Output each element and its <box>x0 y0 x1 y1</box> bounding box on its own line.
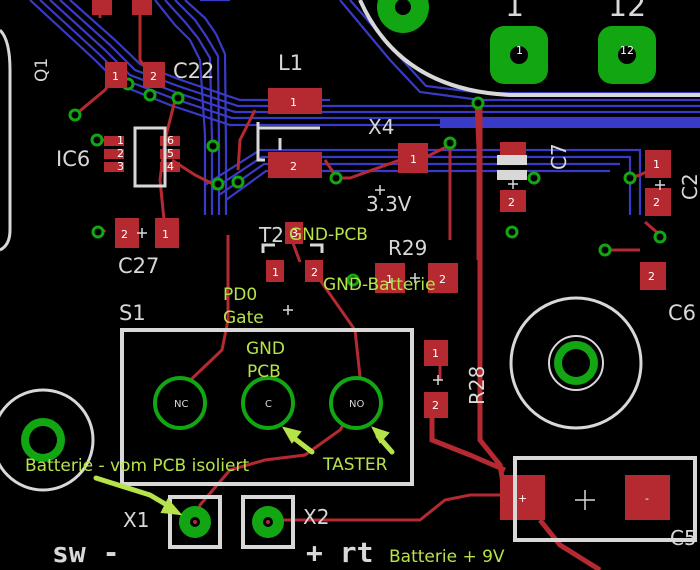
silk-c22: C22 <box>173 59 214 83</box>
pad-num: 2 <box>432 399 439 412</box>
pad-num: 3 <box>117 160 124 173</box>
silk-sw-minus: sw - <box>52 536 119 569</box>
note-pcb: PCB <box>247 362 281 382</box>
pad-num: 1 <box>290 96 297 109</box>
silk-x4: X4 <box>368 115 394 139</box>
pad-num: 1 <box>432 347 439 360</box>
annotation-arrows <box>93 426 395 516</box>
connector-j-pads <box>377 0 656 84</box>
pin-no-label: NO <box>349 399 364 410</box>
pad-num: 2 <box>653 196 660 209</box>
silk-pad-12: 12 <box>608 0 646 24</box>
pad-num: 1 <box>117 134 124 147</box>
pad-num: 2 <box>117 147 124 160</box>
pad-num: 2 <box>290 160 297 173</box>
silk-c6: C6 <box>668 301 696 325</box>
pad-num: 5 <box>167 147 174 160</box>
pad-label-1: 1 <box>516 44 523 57</box>
silk-t2: T2 <box>258 223 284 247</box>
silk-ic6: IC6 <box>56 147 90 171</box>
note-taster: TASTER <box>322 455 388 475</box>
silk-plus-rt: + rt <box>306 536 373 569</box>
silk-x1: X1 <box>123 508 149 532</box>
pad-num: 6 <box>167 134 174 147</box>
silk-pad-1: 1 <box>505 0 524 24</box>
note-pd0: PD0 <box>223 285 257 305</box>
note-gnd: GND <box>246 339 285 359</box>
silk-crosshairs <box>137 179 665 510</box>
silk-voltage: 3.3V <box>366 192 412 216</box>
pad-num: 2 <box>439 273 446 286</box>
pad-num: 1 <box>162 228 169 241</box>
smd-pads <box>92 0 671 520</box>
pad-num: 1 <box>112 70 119 83</box>
silk-r28: R28 <box>465 366 489 405</box>
pad-num: 3 <box>291 227 298 240</box>
silk-c5: C5 <box>670 526 697 550</box>
silk-x2: X2 <box>303 505 329 529</box>
pin-nc-label: NC <box>174 399 188 410</box>
bottom-copper-layer <box>29 0 700 215</box>
pad-num: 1 <box>653 158 660 171</box>
pad-num: + <box>518 492 527 505</box>
silk-s1: S1 <box>119 301 146 325</box>
pad-num: 2 <box>150 70 157 83</box>
pad-label-12: 12 <box>620 44 634 57</box>
note-gnd-pcb-top: GND-PCB <box>289 225 368 245</box>
silk-outlines <box>120 122 697 549</box>
pad-num: 2 <box>648 270 655 283</box>
silk-outline-arcs <box>0 0 700 252</box>
silk-l1: L1 <box>278 51 303 75</box>
pad-num: 2 <box>121 228 128 241</box>
silk-c7: C7 <box>547 143 571 170</box>
silk-c2: C2 <box>678 173 700 200</box>
bottom-pour-strip <box>440 118 700 128</box>
pad-num: 1 <box>386 273 393 286</box>
pad-num: 1 <box>272 266 279 279</box>
pad-num: 2 <box>508 196 515 209</box>
silk-c27: C27 <box>118 254 159 278</box>
note-gnd-batterie: GND-Batterie <box>323 275 436 295</box>
pad-num: - <box>645 492 649 505</box>
note-batterie-9v: Batterie + 9V <box>389 547 505 567</box>
mounting-holes <box>0 296 643 492</box>
pad-num: 2 <box>311 266 318 279</box>
silk-r29: R29 <box>388 236 427 260</box>
note-gate: Gate <box>223 308 264 328</box>
switch-s1-pins <box>153 376 383 430</box>
pad-num: 1 <box>410 153 417 166</box>
pin-c-label: C <box>265 399 272 410</box>
note-batterie-isoliert: Batterie - vom PCB isoliert <box>25 456 249 476</box>
pad-num: 4 <box>167 160 174 173</box>
silk-q1: Q1 <box>32 58 52 82</box>
battery-terminal-pads <box>179 506 284 538</box>
